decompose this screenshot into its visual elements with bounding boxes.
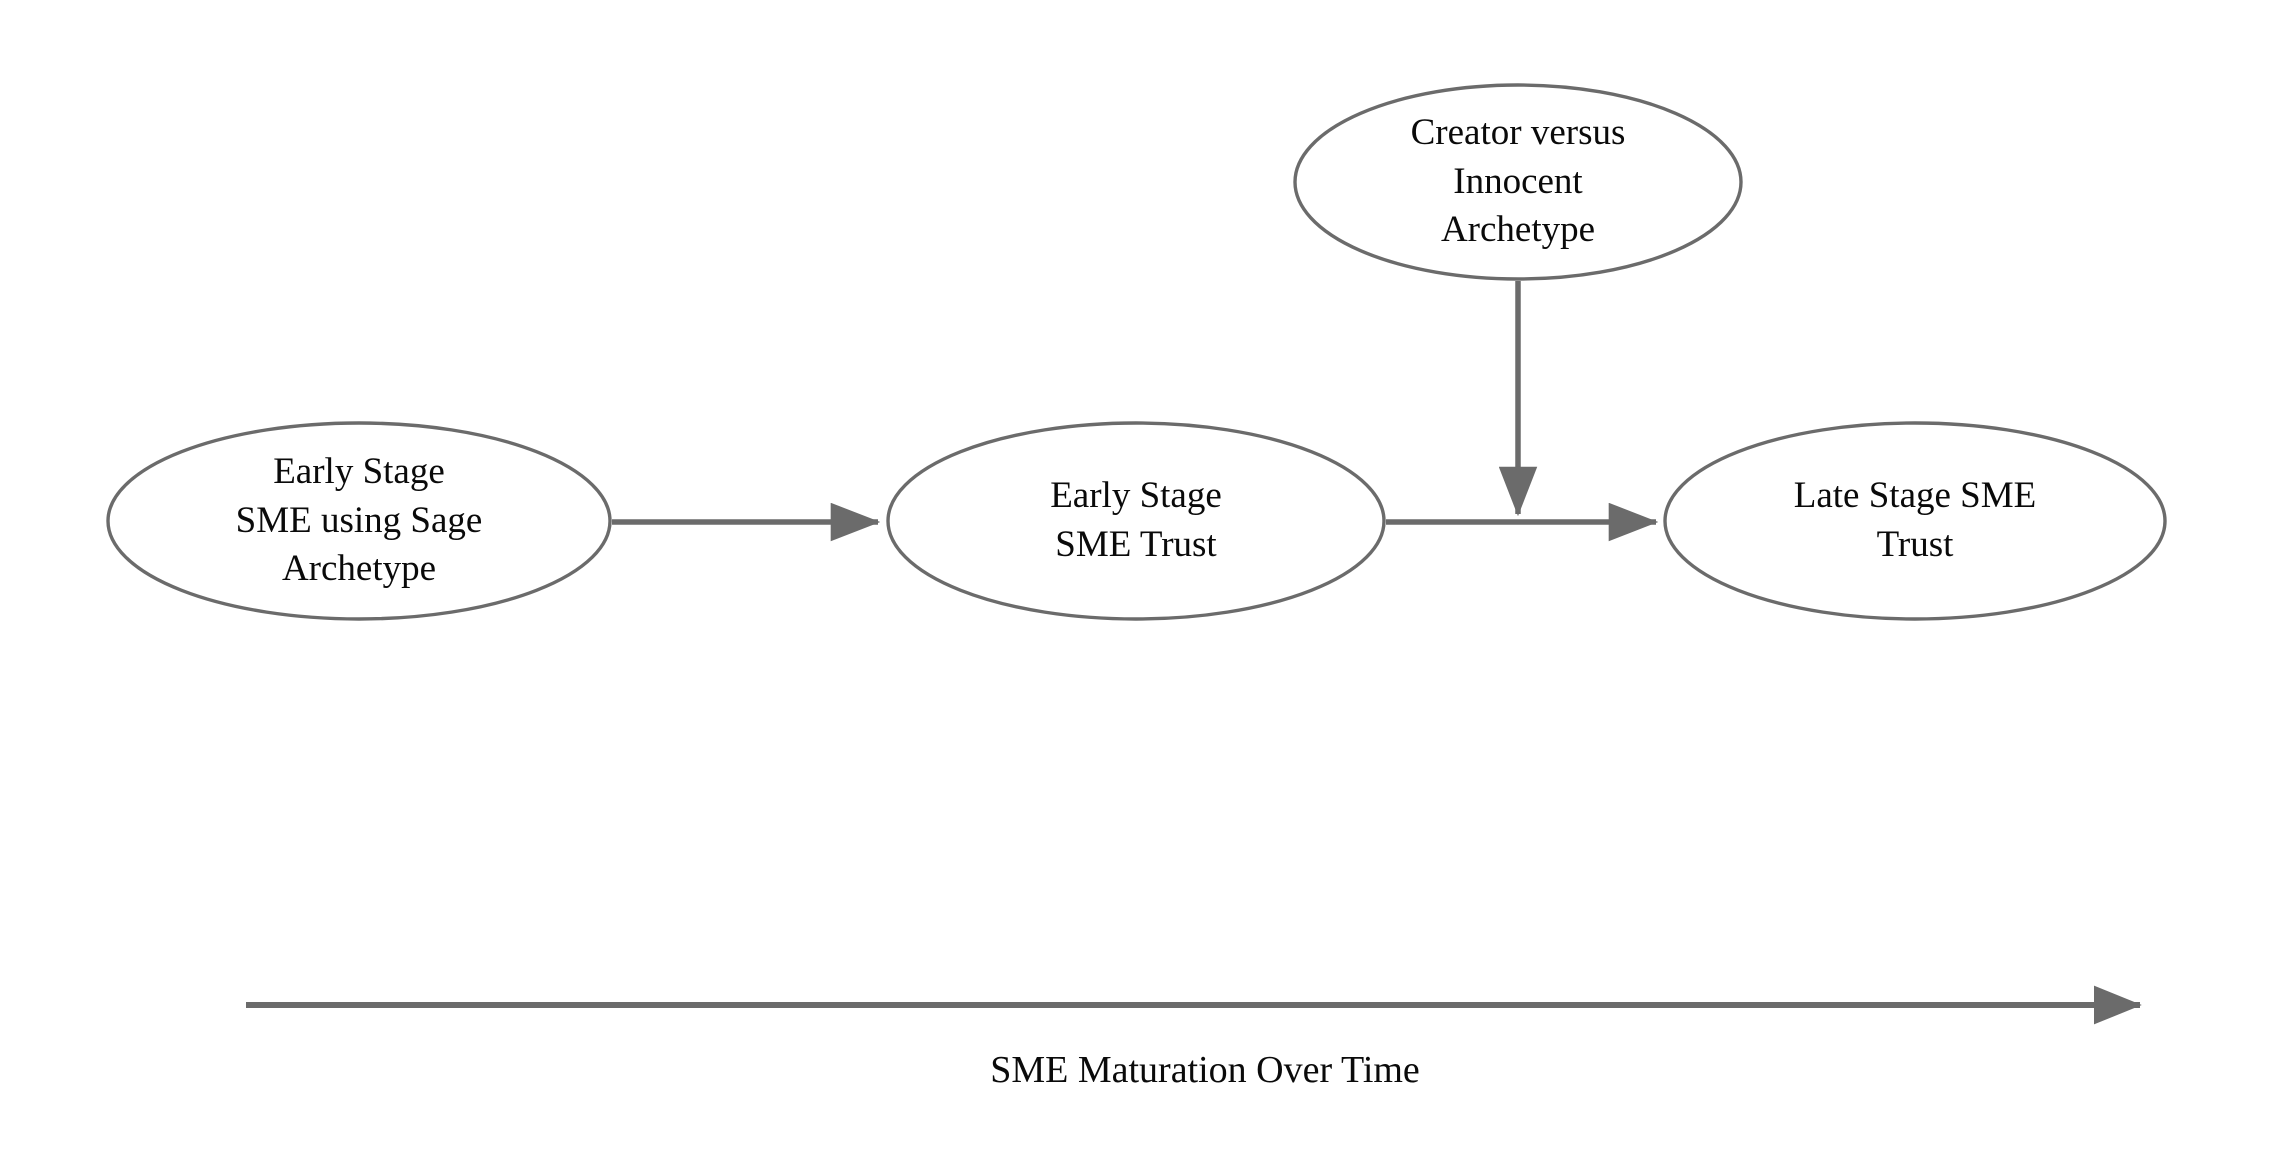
node-ellipse-early-stage-sme-trust[interactable] [886,421,1386,621]
timeline-caption: SME Maturation Over Time [990,1049,1420,1091]
node-ellipse-early-stage-sme-using-sage-archetype[interactable] [106,421,612,621]
node-ellipse-late-stage-sme-trust[interactable] [1663,421,2167,621]
node-ellipse-creator-versus-innocent-archetype[interactable] [1293,83,1743,281]
